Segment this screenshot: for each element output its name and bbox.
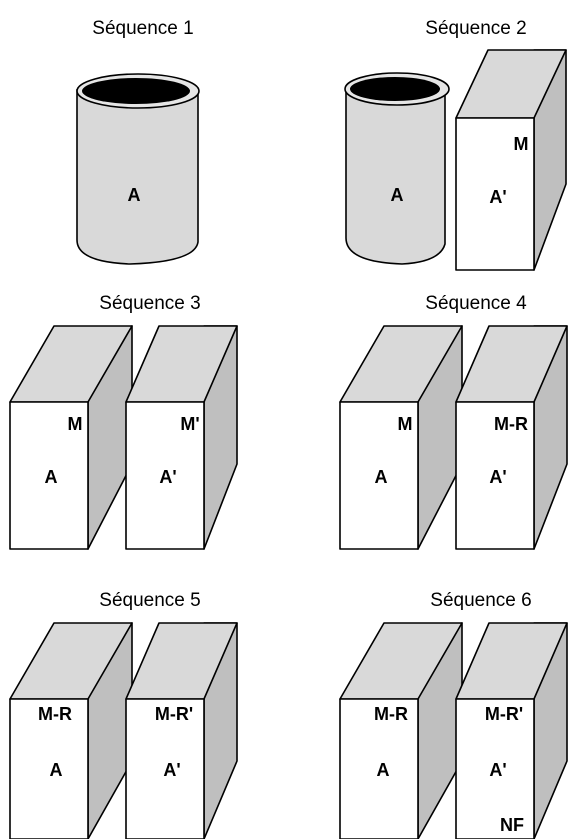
sequence-3-label-a: A (45, 467, 58, 487)
sequence-5-label-a-prime: A' (163, 760, 180, 780)
box-front (125, 698, 205, 839)
sequence-4-box-left (339, 325, 463, 550)
sequence-3-box-left (9, 325, 133, 550)
sequence-3-title: Séquence 3 (99, 293, 200, 314)
box-front (9, 401, 89, 550)
sequence-2-title: Séquence 2 (425, 18, 526, 39)
sequence-5-box-left (9, 622, 133, 839)
sequence-4-label-m: M (398, 414, 413, 434)
sequence-6-label-a-prime: A' (489, 760, 506, 780)
sequence-4-label-m-r: M-R (494, 414, 528, 434)
sequence-5-label-a: A (50, 760, 63, 780)
box-front (455, 401, 535, 550)
sequence-1-cylinder (76, 73, 200, 265)
box-front (339, 698, 419, 839)
box-front (455, 117, 535, 271)
sequence-6-label-m-r-prime: M-R' (485, 704, 523, 724)
sequence-1-title: Séquence 1 (92, 18, 193, 39)
box-front (125, 401, 205, 550)
sequence-4-label-a: A (375, 467, 388, 487)
sequence-6-box-left (339, 622, 463, 839)
box-front (455, 698, 535, 839)
sequence-3-label-m-prime: M' (180, 414, 199, 434)
sequence-2: Séquence 2 A M A' (344, 18, 567, 271)
sequence-6-label-a: A (377, 760, 390, 780)
sequence-6-title: Séquence 6 (430, 590, 531, 611)
sequence-5: Séquence 5 M-R A M-R' A' (9, 590, 238, 839)
sequence-2-label-m: M (514, 134, 529, 154)
sequence-2-label-a-prime: A' (489, 187, 506, 207)
sequence-3: Séquence 3 M A M' A' (9, 293, 238, 550)
sequence-2-box (455, 49, 567, 271)
sequence-5-label-m-r-prime: M-R' (155, 704, 193, 724)
sequence-6: Séquence 6 M-R A M-R' A' NF (339, 590, 568, 839)
sequence-3-box-right (125, 325, 238, 550)
cylinder-body (345, 87, 446, 265)
cylinder-opening (82, 78, 190, 104)
sequence-2-cylinder (344, 72, 450, 265)
sequence-4-box-right (455, 325, 568, 550)
sequence-1-label-a: A (128, 185, 141, 205)
box-front (339, 401, 419, 550)
sequence-1: Séquence 1 A (76, 18, 200, 265)
sequence-4-title: Séquence 4 (425, 293, 527, 314)
sequence-3-label-m: M (68, 414, 83, 434)
cylinder-opening (350, 77, 440, 101)
sequence-6-label-nf: NF (500, 815, 524, 835)
sequence-3-label-a-prime: A' (159, 467, 176, 487)
sequence-4-label-a-prime: A' (489, 467, 506, 487)
cylinder-body (76, 89, 199, 265)
sequence-5-label-m-r: M-R (38, 704, 72, 724)
sequence-5-box-right (125, 622, 238, 839)
sequence-2-label-a: A (391, 185, 404, 205)
sequence-5-title: Séquence 5 (99, 590, 200, 611)
sequence-6-label-m-r: M-R (374, 704, 408, 724)
sequence-6-box-right (455, 622, 568, 839)
sequence-4: Séquence 4 M A M-R A' (339, 293, 568, 550)
box-front (9, 698, 89, 839)
